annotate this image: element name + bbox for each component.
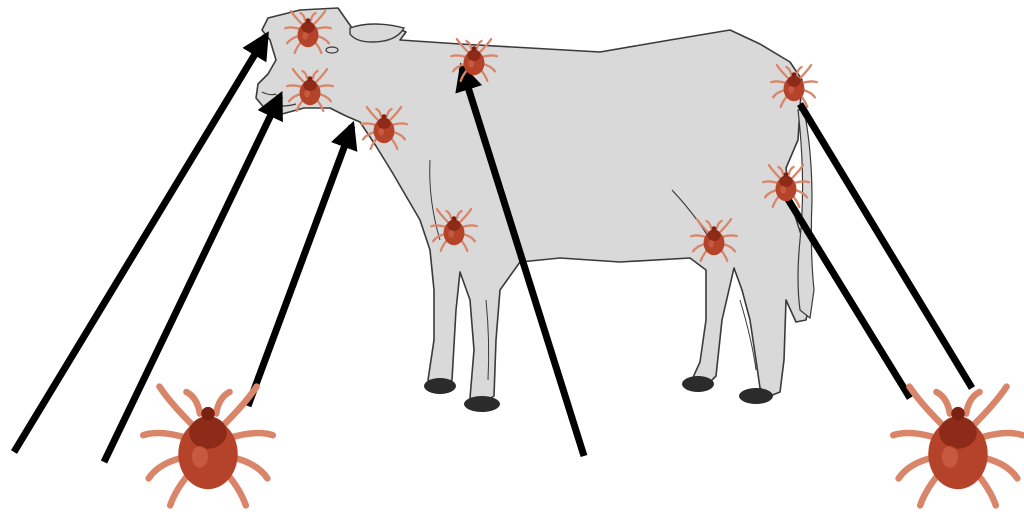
- cow-hoof: [739, 388, 773, 404]
- cow-hoof: [464, 396, 500, 412]
- arrow-icon: [104, 96, 280, 462]
- arrow-icon: [800, 104, 972, 388]
- cow-body: [256, 8, 810, 402]
- arrow-icon: [248, 126, 352, 406]
- cow-hoof: [682, 376, 714, 392]
- cow-icon: [256, 8, 814, 412]
- cow-hoof: [424, 378, 456, 394]
- tick-icon: [143, 387, 273, 506]
- tick-icon: [893, 387, 1023, 506]
